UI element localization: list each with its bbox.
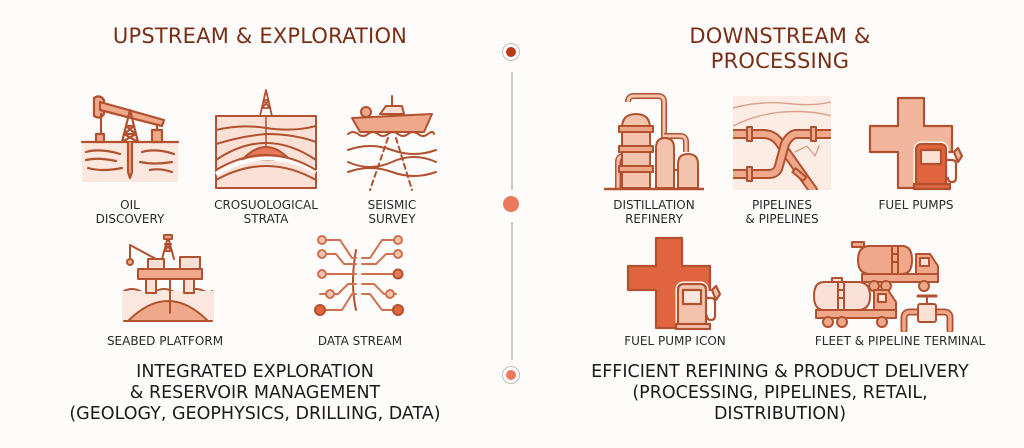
oil-discovery-label: OIL DISCOVERY [60, 198, 200, 226]
summary-line: INTEGRATED EXPLORATION [136, 362, 374, 382]
pipelines-icon [733, 96, 831, 190]
downstream-title: DOWNSTREAM & PROCESSING [580, 24, 980, 74]
pipelines-label: PIPELINES & PIPELINES [712, 198, 852, 226]
fuel-pump-icon-label: FUEL PUMP ICON [624, 334, 726, 348]
summary-line: DISTRIBUTION) [713, 404, 847, 424]
distillation-refinery-label: DISTILLATION REFINERY [584, 198, 724, 226]
timeline-node-middle [503, 196, 519, 212]
label-line: SURVEY [368, 212, 416, 226]
label-line: PIPELINES [752, 198, 812, 212]
label-line: SEISMIC [367, 198, 417, 212]
data-stream-label: DATA STREAM [317, 334, 403, 348]
pumpjack-icon [80, 90, 180, 190]
downstream-summary: EFFICIENT REFINING & PRODUCT DELIVERY (P… [545, 362, 1015, 425]
timeline-node-top [502, 43, 520, 61]
circuit-icon [312, 234, 408, 324]
strata-derrick-icon [212, 88, 320, 192]
fuel-pumps-label: FUEL PUMPS [878, 198, 954, 212]
seismic-ship-icon [344, 92, 440, 192]
upstream-summary: INTEGRATED EXPLORATION & RESERVOIR MANAG… [20, 362, 490, 425]
seabed-platform-label: SEABED PLATFORM [106, 334, 224, 348]
summary-line: (GEOLOGY, GEOPHYSICS, DRILLING, DATA) [69, 404, 441, 424]
label-line: DISTILLATION [613, 198, 695, 212]
summary-line: (PROCESSING, PIPELINES, RETAIL, [632, 383, 928, 403]
label-line: REFINERY [625, 212, 683, 226]
divider-line-lower [511, 222, 513, 360]
seismic-survey-label: SEISMIC SURVEY [322, 198, 462, 226]
label-line: OIL [120, 198, 140, 212]
timeline-node-bottom [502, 366, 520, 384]
summary-line: & RESERVOIR MANAGEMENT [129, 383, 381, 403]
tanker-trucks-icon [812, 232, 954, 332]
crosuological-strata-label: CROSUOLOGICAL STRATA [196, 198, 336, 226]
label-line: & PIPELINES [745, 212, 819, 226]
upstream-title: UPSTREAM & EXPLORATION [112, 24, 408, 48]
fleet-pipeline-terminal-label: FLEET & PIPELINE TERMINAL [814, 334, 986, 348]
label-line: CROSUOLOGICAL [214, 198, 318, 212]
divider-line-upper [511, 72, 513, 190]
summary-line: EFFICIENT REFINING & PRODUCT DELIVERY [591, 362, 969, 382]
downstream-title-line2: PROCESSING [710, 49, 850, 73]
offshore-platform-icon [120, 233, 216, 325]
fuel-pump-cross-icon [862, 94, 970, 192]
downstream-title-line1: DOWNSTREAM & [689, 24, 871, 48]
label-line: DISCOVERY [95, 212, 165, 226]
fuel-pump-cross-icon [622, 236, 726, 330]
refinery-icon [602, 92, 706, 192]
label-line: STRATA [243, 212, 289, 226]
